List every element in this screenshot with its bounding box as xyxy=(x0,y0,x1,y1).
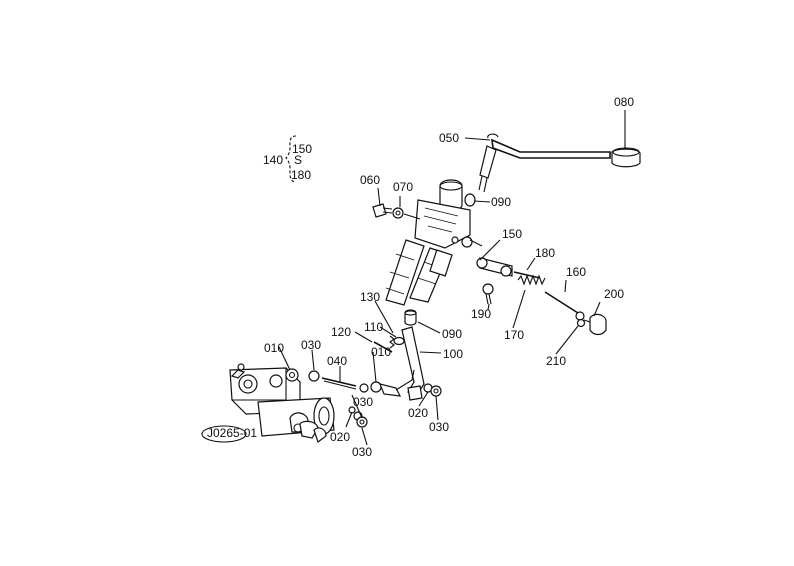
bolt-060 xyxy=(372,203,393,218)
rod-040 xyxy=(321,377,357,390)
linkage-010-right xyxy=(359,369,415,397)
nut-030-right xyxy=(430,385,442,397)
callout-130: 130 xyxy=(360,290,380,304)
linkage-010-left xyxy=(285,368,299,382)
bushing-090-lower xyxy=(404,309,417,326)
washer-110 xyxy=(393,336,405,346)
callout-030-center: 030 xyxy=(353,395,373,409)
callout-070: 070 xyxy=(393,180,413,194)
assembly-bracket-140: S xyxy=(285,135,302,183)
callout-040: 040 xyxy=(327,354,347,368)
spring-130 xyxy=(389,335,395,349)
callout-030-top: 030 xyxy=(301,338,321,352)
callout-030-right: 030 xyxy=(429,420,449,434)
callout-190: 190 xyxy=(471,307,491,321)
pin-120 xyxy=(373,341,393,353)
callout-150: 150 xyxy=(502,227,522,241)
figure-code-badge: J0265-01 xyxy=(201,425,257,443)
callout-030-bottom: 030 xyxy=(352,445,372,459)
callout-120: 120 xyxy=(331,325,351,339)
nut-070 xyxy=(392,207,421,220)
nut-030-bottom xyxy=(356,416,368,428)
callout-160: 160 xyxy=(566,265,586,279)
callout-140: 140 xyxy=(263,153,283,167)
washer-030-left xyxy=(308,370,320,382)
callout-050: 050 xyxy=(439,131,459,145)
cylinder-body xyxy=(257,397,335,443)
callout-bracket-150: 150 xyxy=(292,142,312,156)
rod-160 xyxy=(544,291,585,321)
callout-labels: 080 050 060 070 090 150 180 160 200 190 … xyxy=(263,95,634,459)
callout-100: 100 xyxy=(443,347,463,361)
callout-110: 110 xyxy=(364,320,383,334)
callout-010-left: 010 xyxy=(264,341,284,355)
link-arm-150 xyxy=(476,257,513,277)
callout-200: 200 xyxy=(604,287,624,301)
callout-090-upper: 090 xyxy=(491,195,511,209)
nut-210 xyxy=(576,318,586,328)
shift-lever-050 xyxy=(478,133,611,193)
bolt-190 xyxy=(482,283,494,305)
callout-060: 060 xyxy=(360,173,380,187)
lever-knob-080 xyxy=(611,147,641,168)
bracket-symbol: S xyxy=(294,153,302,167)
callout-010-right: 010 xyxy=(371,345,391,359)
callout-020-right: 020 xyxy=(408,406,428,420)
figure-code: J0265-01 xyxy=(207,426,257,440)
shift-forks xyxy=(385,239,453,306)
callout-090-lower: 090 xyxy=(442,327,462,341)
bushing-090-upper xyxy=(464,193,476,207)
arm-100 xyxy=(401,326,425,401)
callout-020-left: 020 xyxy=(330,430,350,444)
callout-180: 180 xyxy=(535,246,555,260)
knob-200 xyxy=(583,313,607,336)
callout-080: 080 xyxy=(614,95,634,109)
spring-170 xyxy=(517,274,546,286)
leader-lines xyxy=(278,110,626,446)
shift-housing-assembly xyxy=(414,179,483,249)
callout-170: 170 xyxy=(504,328,524,342)
callout-bracket-180: 180 xyxy=(291,168,311,182)
callout-210: 210 xyxy=(546,354,566,368)
